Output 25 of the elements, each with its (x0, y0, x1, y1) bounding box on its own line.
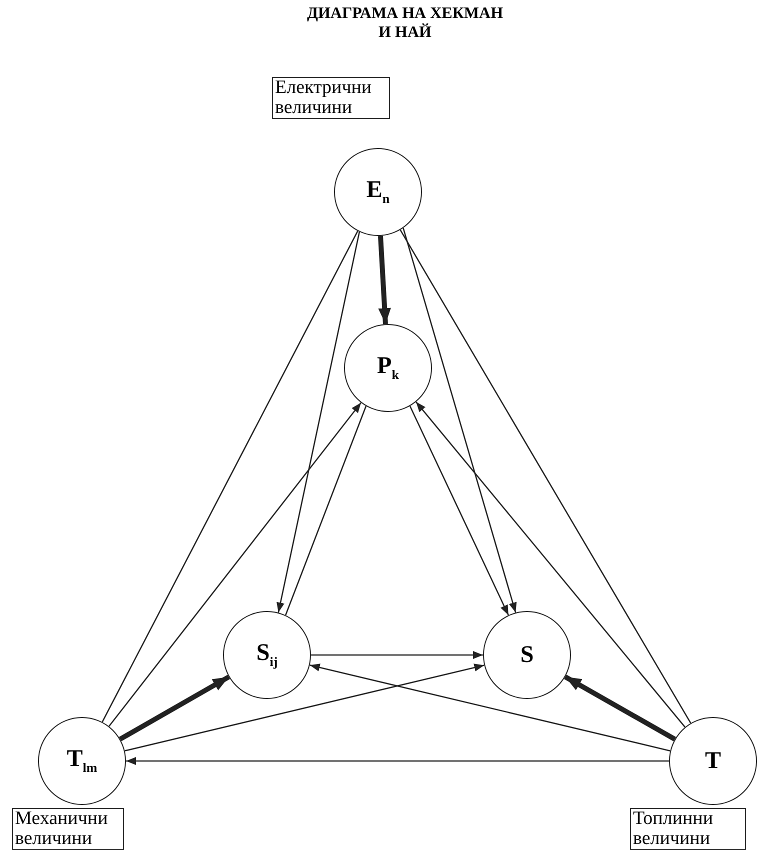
box-label: Топлинни величини (633, 809, 714, 849)
diagram-title: ДИАГРАМА НА ХЕКМАН И НАЙ (306, 4, 504, 42)
arrow (108, 402, 362, 727)
arrow (126, 757, 669, 765)
arrow (276, 232, 360, 613)
node-label: T (704, 748, 721, 774)
arrow (409, 406, 509, 616)
arrow (378, 236, 391, 324)
node-label: P$_{k}$ (377, 353, 399, 383)
node-label: S$_{ij}$ (256, 640, 278, 670)
label-box (272, 77, 390, 119)
arrow (311, 651, 483, 659)
node-label: S (520, 642, 534, 668)
label-box (12, 808, 124, 850)
arrow (564, 674, 676, 742)
box-label: Електрични величини (275, 78, 373, 118)
label-box (630, 808, 746, 850)
node-label: E$_{n}$ (366, 177, 390, 207)
arrow (124, 664, 484, 752)
arrow (416, 402, 686, 728)
box-label: Механични величини (15, 809, 109, 849)
arrow (310, 664, 670, 752)
arrow (118, 674, 230, 742)
node-label: T$_{lm}$ (66, 746, 98, 776)
arrow (402, 228, 517, 613)
